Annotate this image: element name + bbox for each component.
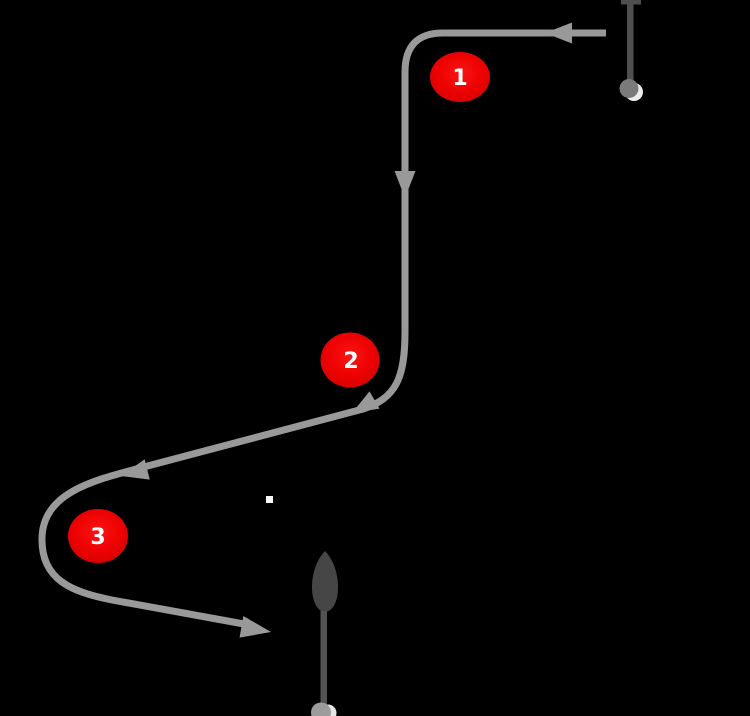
arrow-left-icon <box>545 22 572 44</box>
mark-circle <box>320 332 380 388</box>
pole-line <box>627 0 634 84</box>
buoy-ball-icon <box>619 79 639 98</box>
course-mark-3: 3 <box>68 509 128 563</box>
arrow-down-left-icon <box>352 391 380 413</box>
mark-label: 2 <box>343 349 358 374</box>
arrow-down-left-icon <box>121 459 150 480</box>
boat-pole-buoy-marker <box>311 551 338 716</box>
small-square-dot <box>266 496 273 503</box>
pole-line <box>320 611 327 707</box>
mark-label: 3 <box>90 525 105 550</box>
course-mark-1: 1 <box>430 52 490 102</box>
mark-label: 1 <box>452 66 467 91</box>
mark-circle <box>430 52 490 102</box>
mark-circle <box>68 509 128 563</box>
arrow-down-icon <box>394 171 416 198</box>
boat-hull-icon <box>312 551 338 612</box>
buoy-ball-icon <box>311 702 331 716</box>
course-mark-2: 2 <box>320 332 380 388</box>
arrow-down-right-icon <box>239 615 271 638</box>
start-pole-buoy-marker <box>619 0 643 101</box>
